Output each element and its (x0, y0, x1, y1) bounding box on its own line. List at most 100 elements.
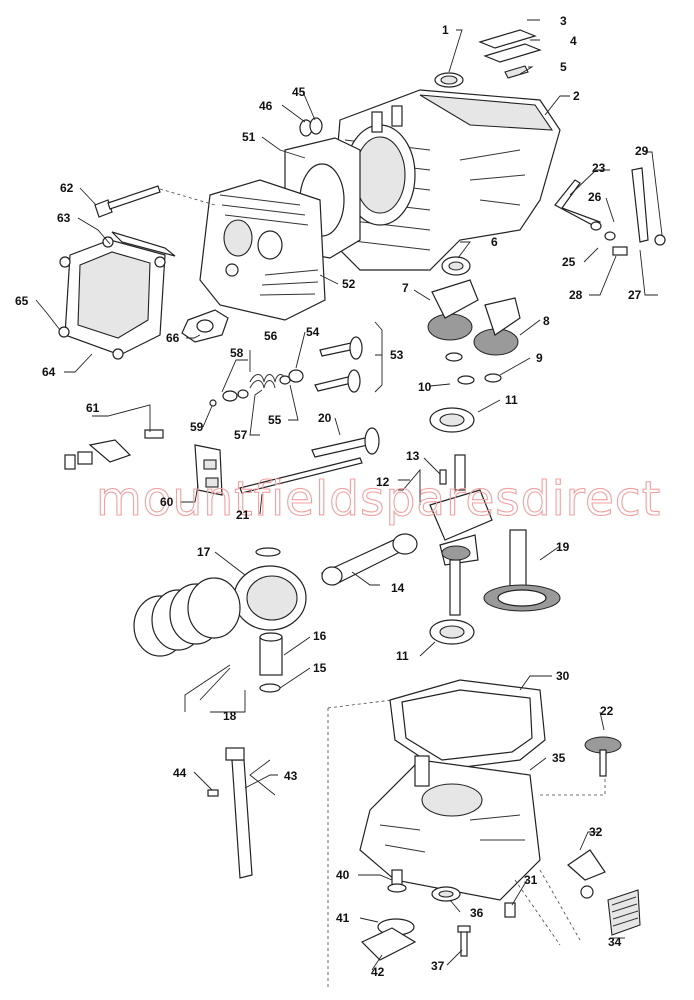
callout-3: 3 (560, 14, 567, 28)
callout-60: 60 (160, 495, 174, 509)
head-bolt-62 (94, 185, 216, 218)
callout-30: 30 (556, 669, 570, 683)
callout-64: 64 (42, 365, 56, 379)
callout-11-top: 11 (505, 393, 518, 407)
callout-63: 63 (57, 211, 71, 225)
callout-40: 40 (336, 868, 350, 882)
callout-13: 13 (406, 449, 420, 463)
washers-45-46 (299, 117, 323, 137)
piston-17 (233, 547, 307, 631)
screw-44 (207, 789, 219, 797)
callout-45: 45 (292, 85, 306, 99)
callout-57: 57 (234, 428, 248, 442)
bearing-11-bottom (429, 619, 475, 645)
callout-43: 43 (284, 769, 298, 783)
dipstick-43 (225, 747, 253, 879)
balance-gear-8 (473, 297, 521, 356)
governor-22 (584, 736, 622, 777)
push-rod-21 (239, 457, 363, 494)
callout-62: 62 (60, 181, 74, 195)
callout-29: 29 (635, 144, 649, 158)
sump-gasket-30 (389, 679, 546, 771)
rocker-arm-61 (64, 429, 164, 470)
piston-pin-16 (259, 632, 283, 693)
callout-10: 10 (418, 380, 432, 394)
piston-rings-18 (133, 577, 241, 657)
callout-19: 19 (556, 540, 570, 554)
callout-6: 6 (491, 235, 498, 249)
oil-seal-1 (434, 72, 464, 88)
callout-61: 61 (86, 401, 100, 415)
callout-18: 18 (223, 709, 237, 723)
callout-14: 14 (391, 581, 405, 595)
watermark-text: mountfieldsparesdirect (96, 472, 661, 527)
callout-15: 15 (313, 661, 327, 675)
callout-16: 16 (313, 629, 327, 643)
callout-37: 37 (431, 959, 445, 973)
crankshaft-12 (429, 454, 493, 616)
exhaust-gasket-66 (181, 309, 229, 343)
drain-plug-40 (387, 869, 407, 893)
sump-35 (359, 755, 541, 901)
callout-labels: 1 2 3 4 5 6 7 8 9 10 11 11 12 13 14 15 1… (15, 14, 649, 979)
callout-1: 1 (442, 23, 449, 37)
callout-51: 51 (242, 130, 256, 144)
callout-53: 53 (390, 348, 404, 362)
callout-9: 9 (536, 351, 543, 365)
oil-screen-34 (607, 889, 641, 936)
small-parts-25-29 (590, 221, 666, 256)
callout-66: 66 (166, 331, 180, 345)
rocker-gasket-63 (111, 231, 176, 257)
callout-54: 54 (306, 325, 320, 339)
callout-34: 34 (608, 935, 622, 949)
callout-52: 52 (342, 277, 356, 291)
callout-11-bottom: 11 (396, 649, 409, 663)
callout-42: 42 (371, 965, 385, 979)
callout-27: 27 (628, 288, 642, 302)
callout-17: 17 (197, 545, 211, 559)
callout-4: 4 (570, 34, 577, 48)
bearing-11-top (429, 407, 475, 433)
push-rod-guide-60 (194, 444, 223, 496)
callout-26: 26 (588, 190, 602, 204)
callout-23: 23 (592, 161, 606, 175)
governor-lever-27 (631, 167, 649, 243)
callout-55: 55 (268, 413, 282, 427)
callout-35: 35 (552, 751, 566, 765)
key-13 (439, 469, 447, 485)
valves-53 (314, 336, 363, 393)
cover-plate-3 (478, 29, 542, 79)
callout-31: 31 (524, 873, 538, 887)
plug-31 (504, 902, 516, 918)
callout-12: 12 (376, 475, 390, 489)
camshaft-19 (483, 529, 561, 612)
callout-22: 22 (600, 704, 614, 718)
callout-56: 56 (264, 329, 278, 343)
washers-9-10 (445, 352, 502, 385)
cover-41-42 (360, 918, 417, 961)
callout-46: 46 (259, 99, 273, 113)
callout-32: 32 (589, 825, 603, 839)
callout-7: 7 (402, 281, 409, 295)
connecting-rod-14 (320, 533, 418, 586)
callout-28: 28 (569, 288, 583, 302)
callout-59: 59 (190, 420, 204, 434)
callout-25: 25 (562, 255, 576, 269)
callout-2: 2 (573, 89, 580, 103)
callout-20: 20 (318, 411, 332, 425)
callout-8: 8 (543, 314, 550, 328)
callout-44: 44 (173, 766, 187, 780)
valve-20 (311, 427, 380, 458)
callout-41: 41 (336, 911, 350, 925)
callout-58: 58 (230, 346, 244, 360)
cylinder-head-52 (199, 179, 326, 321)
callout-36: 36 (470, 906, 484, 920)
crankcase-block (329, 89, 561, 271)
callout-5: 5 (560, 60, 567, 74)
leader-lines (35, 19, 663, 971)
lever-32 (567, 849, 606, 899)
valve-spring-56 (209, 369, 304, 407)
oil-seal-36 (431, 886, 461, 902)
